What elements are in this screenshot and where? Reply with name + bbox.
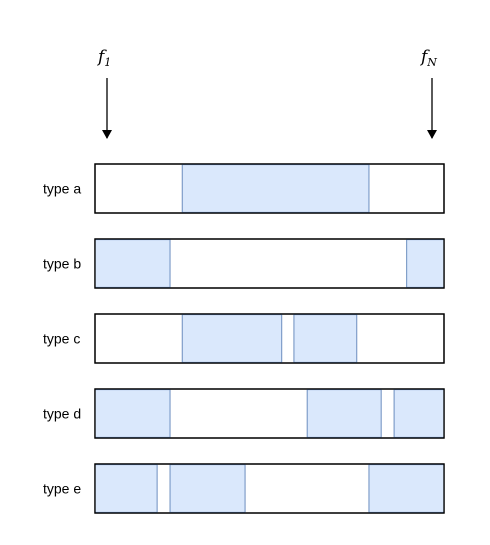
allocated-segment: [169, 464, 246, 513]
band-border: [94, 238, 445, 289]
band-border: [94, 163, 445, 214]
allocated-segment: [293, 314, 358, 363]
allocated-segment: [94, 239, 171, 288]
band-rows: type a type b type c type d type e: [43, 163, 445, 514]
row-label: type b: [43, 256, 81, 272]
allocated-segment: [393, 389, 445, 438]
allocated-segment: [368, 464, 445, 513]
allocated-segment: [306, 389, 382, 438]
band-border: [94, 313, 445, 364]
allocated-segment: [181, 164, 370, 213]
allocated-segment: [181, 314, 283, 363]
band-border: [94, 388, 445, 439]
band-row: type c: [43, 313, 445, 364]
allocated-segment: [94, 464, 158, 513]
row-label: type c: [43, 331, 80, 347]
start-frequency-label: f1: [96, 47, 111, 69]
allocated-segment: [94, 389, 171, 438]
band-row: type d: [43, 388, 445, 439]
allocated-segment: [406, 239, 445, 288]
end-marker: fN: [419, 47, 437, 139]
start-marker: f1: [96, 47, 112, 139]
band-row: type a: [43, 163, 445, 214]
band-row: type b: [43, 238, 445, 289]
row-label: type a: [43, 181, 81, 197]
band-row: type e: [43, 463, 445, 514]
end-frequency-label: fN: [419, 47, 437, 69]
row-label: type e: [43, 481, 81, 497]
band-border: [94, 463, 445, 514]
row-label: type d: [43, 406, 81, 422]
